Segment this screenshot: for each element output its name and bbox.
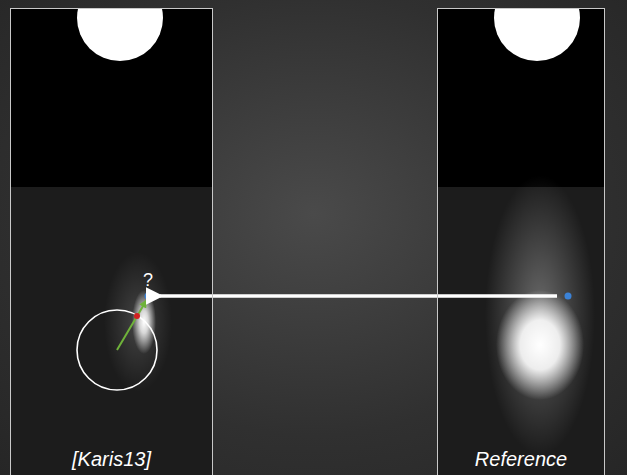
question-mark: ? xyxy=(143,270,153,291)
karis-panel: [Karis13] xyxy=(10,8,213,475)
karis-panel xyxy=(10,8,213,475)
lookup-arrow xyxy=(160,294,557,298)
panel-caption: [Karis13] xyxy=(72,448,151,475)
reference-panel: Reference xyxy=(437,8,605,475)
reference-panel xyxy=(437,8,605,475)
panel-caption: Reference xyxy=(475,448,567,475)
